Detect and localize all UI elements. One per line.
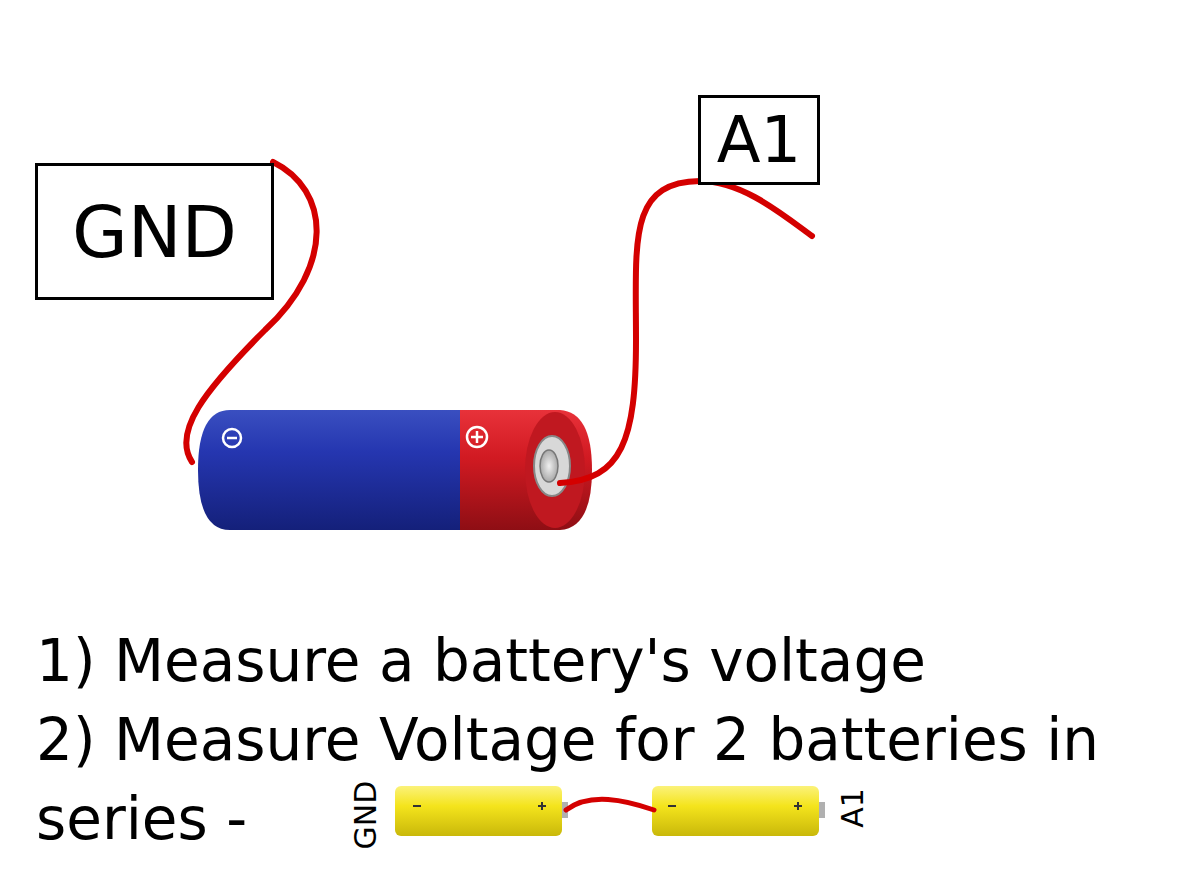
plus-symbol	[541, 802, 543, 810]
pin-label: A1	[838, 788, 868, 828]
battery-end	[525, 412, 585, 528]
pin-name: GND	[72, 196, 237, 268]
battery-pair	[395, 786, 825, 836]
minus-symbol	[413, 805, 421, 807]
pin-box: GND	[35, 163, 274, 300]
battery-symbol	[198, 410, 592, 530]
plus-symbol	[797, 802, 799, 810]
plus-symbol	[467, 427, 487, 447]
instruction-text: 1) Measure a battery's voltage	[36, 622, 1196, 701]
pin-label: GND	[351, 781, 381, 850]
battery-nub	[540, 450, 558, 482]
wire	[560, 181, 812, 483]
plus-symbol	[476, 431, 479, 443]
battery-terminal	[819, 802, 825, 818]
pin-name: A1	[717, 108, 802, 172]
battery-body	[652, 786, 819, 836]
battery-cap	[460, 410, 592, 530]
minus-symbol	[668, 805, 676, 807]
minus-symbol	[223, 429, 241, 447]
minus-symbol	[227, 437, 237, 440]
wire	[566, 799, 654, 810]
instruction-text: 2) Measure Voltage for 2 batteries in se…	[36, 701, 1200, 859]
battery-body	[395, 786, 562, 836]
pin-box: A1	[698, 95, 820, 185]
battery-body	[198, 410, 460, 530]
battery-terminal	[534, 436, 570, 496]
